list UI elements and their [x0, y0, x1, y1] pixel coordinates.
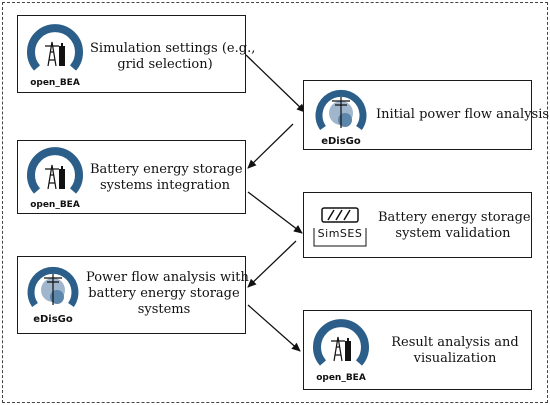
box-initial-power-flow: eDisGo Initial power flow analysis — [303, 80, 550, 150]
open-bea-icon — [313, 319, 369, 366]
edisgo-logo: eDisGo — [24, 261, 82, 329]
box-label: Initial power flow analysis — [376, 107, 550, 122]
box-result-analysis: open_BEA Result analysis and visualizati… — [303, 310, 532, 390]
logo-text: SimSES — [317, 227, 363, 240]
logo-text: open_BEA — [30, 78, 80, 88]
simses-logo: SimSES — [312, 206, 368, 248]
edisgo-logo: eDisGo — [312, 84, 370, 150]
edisgo-icon — [315, 89, 367, 131]
simses-icon — [313, 207, 367, 247]
box-label: Battery energy storage systems integrati… — [90, 162, 243, 193]
box-simulation-settings: open_BEA Simulation settings (e.g., grid… — [17, 15, 256, 93]
logo-text: open_BEA — [30, 200, 80, 210]
logo-text: open_BEA — [316, 373, 366, 383]
open-bea-logo: open_BEA — [24, 20, 86, 92]
open-bea-icon — [27, 24, 83, 71]
open-bea-icon — [27, 147, 83, 194]
box-bess-validation: SimSES Battery energy storage system val… — [303, 192, 532, 258]
logo-text: eDisGo — [321, 136, 361, 147]
logo-text: eDisGo — [33, 314, 73, 325]
open-bea-logo: open_BEA — [310, 315, 372, 389]
box-label: Simulation settings (e.g., grid selectio… — [90, 41, 256, 72]
open-bea-logo: open_BEA — [24, 143, 86, 215]
box-label: Power flow analysis with battery energy … — [86, 270, 249, 317]
box-label: Battery energy storage system validation — [378, 210, 531, 241]
edisgo-icon — [27, 266, 79, 308]
box-bess-integration: open_BEA Battery energy storage systems … — [17, 140, 246, 214]
box-label: Result analysis and visualization — [391, 335, 519, 366]
box-power-flow-with-bess: eDisGo Power flow analysis with battery … — [17, 256, 249, 334]
